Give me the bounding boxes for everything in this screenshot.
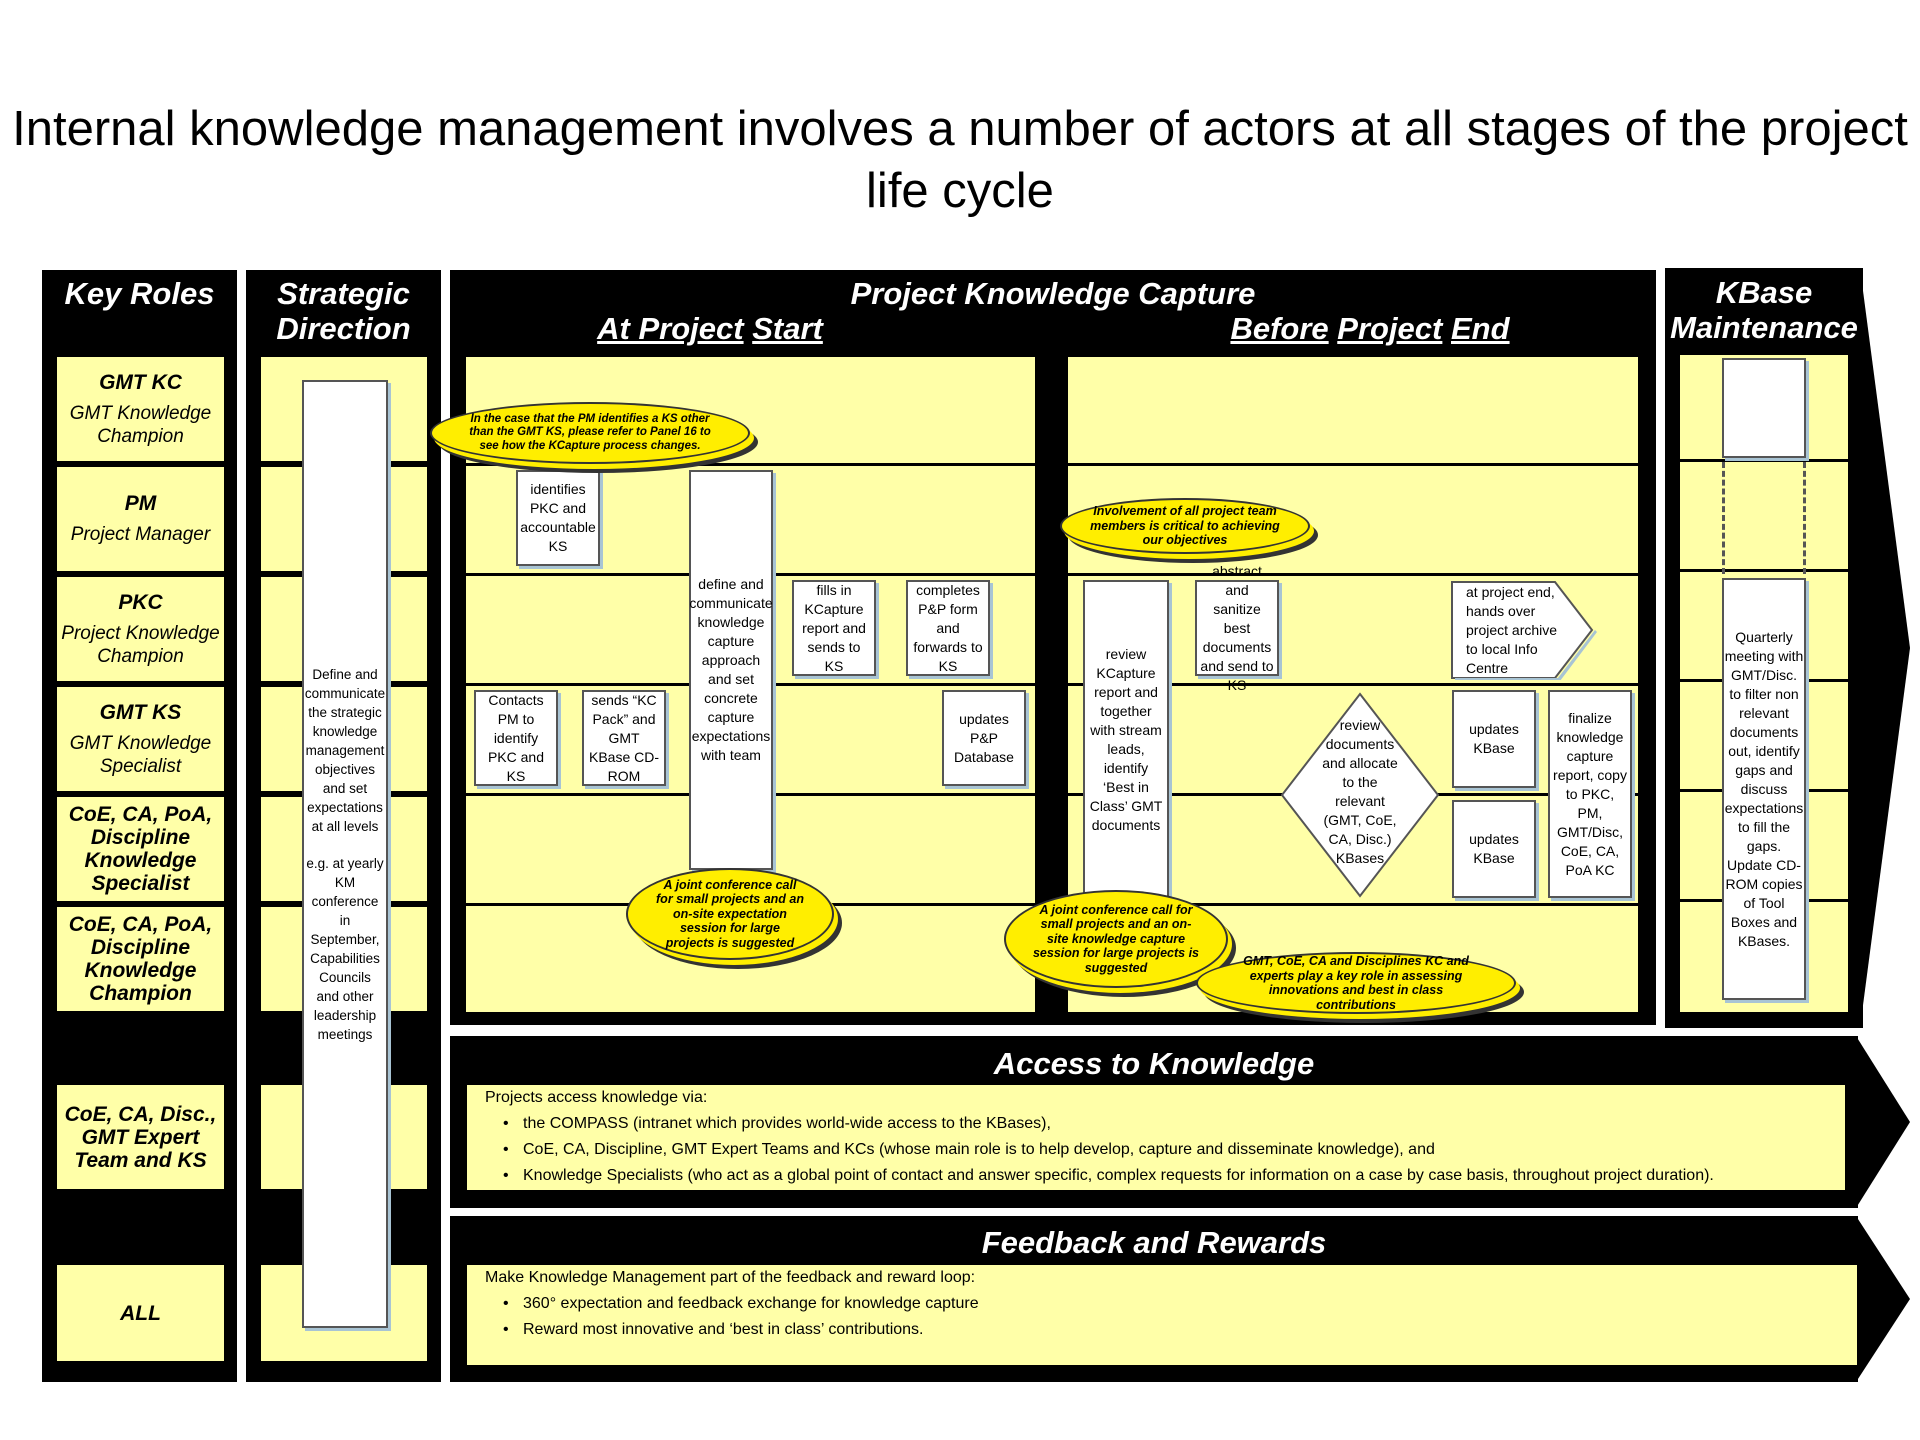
role-expert-team: CoE, CA, Disc., GMT Expert Team and KS bbox=[57, 1085, 224, 1189]
review-box: review KCapture report and together with… bbox=[1083, 580, 1169, 900]
finalize-text: finalize knowledge capture report, copy … bbox=[1553, 709, 1627, 878]
role-name: GMT KS bbox=[99, 700, 182, 724]
row-line bbox=[1068, 903, 1638, 906]
strategic-box: Define and communicate the strategic kno… bbox=[302, 380, 388, 1328]
updates-kbase-text-1: updates KBase bbox=[1469, 721, 1519, 756]
sends-text: sends “KC Pack” and GMT KBase CD-ROM bbox=[588, 691, 660, 784]
role-gmt-kc: GMT KC GMT Knowledge Champion bbox=[57, 357, 224, 461]
role-name: CoE, CA, PoA, Discipline Knowledge Champ… bbox=[68, 913, 213, 1005]
kbase-dashed-box bbox=[1722, 462, 1806, 574]
role-name: GMT KC bbox=[99, 370, 182, 394]
access-item: CoE, CA, Discipline, GMT Expert Teams an… bbox=[485, 1137, 1827, 1163]
review-text: review KCapture report and together with… bbox=[1089, 646, 1163, 833]
contacts-text: Contacts PM to identify PKC and KS bbox=[487, 691, 545, 784]
page-title: Internal knowledge management involves a… bbox=[12, 102, 1908, 218]
strategic-text-2: e.g. at yearly KM conference in Septembe… bbox=[306, 855, 384, 1042]
updates-pp-text: updates P&P Database bbox=[954, 710, 1014, 765]
callout-joint-start: A joint conference call for small projec… bbox=[626, 868, 834, 960]
row-line bbox=[1068, 683, 1638, 686]
feedback-item: 360° expectation and feedback exchange f… bbox=[485, 1291, 1839, 1317]
identifies-text: identifies PKC and accountable KS bbox=[520, 481, 596, 554]
access-arrow-head bbox=[1856, 1036, 1910, 1208]
review-docs-diamond bbox=[1280, 692, 1440, 898]
feedback-content: Make Knowledge Management part of the fe… bbox=[467, 1265, 1857, 1365]
abstract-box: abstract and sanitize best documents and… bbox=[1195, 563, 1279, 693]
row-line bbox=[466, 463, 1035, 466]
feedback-header: Feedback and Rewards bbox=[981, 1225, 1327, 1260]
strategic-header: Strategic Direction bbox=[276, 276, 411, 346]
role-name: ALL bbox=[120, 1301, 161, 1325]
role-all: ALL bbox=[57, 1265, 224, 1361]
role-name: CoE, CA, Disc., GMT Expert Team and KS bbox=[64, 1102, 217, 1172]
capture-header: Project Knowledge Capture bbox=[850, 276, 1256, 311]
before-end-word-1: Before bbox=[1230, 311, 1329, 346]
strategic-text-1: Define and communicate the strategic kno… bbox=[304, 666, 386, 834]
at-project-start-header: At Project Start bbox=[560, 311, 860, 346]
role-discipline-ks: CoE, CA, PoA, Discipline Knowledge Speci… bbox=[57, 797, 224, 901]
updates-kbase-box-2: updates KBase bbox=[1452, 800, 1536, 898]
access-item: the COMPASS (intranet which provides wor… bbox=[485, 1111, 1827, 1137]
role-name: PM bbox=[124, 492, 157, 515]
role-pkc: PKC Project Knowledge Champion bbox=[57, 577, 224, 681]
completes-box: completes P&P form and forwards to KS bbox=[906, 580, 990, 676]
updates-pp-box: updates P&P Database bbox=[942, 690, 1026, 786]
feedback-item: Reward most innovative and ‘best in clas… bbox=[485, 1317, 1839, 1343]
role-desc: Project Manager bbox=[70, 524, 211, 545]
callout-joint-end: A joint conference call for small projec… bbox=[1004, 890, 1228, 988]
callout-ks-other: In the case that the PM identifies a KS … bbox=[430, 402, 750, 464]
access-header: Access to Knowledge bbox=[993, 1046, 1315, 1081]
fills-text: fills in KCapture report and sends to KS bbox=[802, 581, 866, 674]
completes-text: completes P&P form and forwards to KS bbox=[913, 581, 983, 674]
kbase-arrow-head bbox=[1860, 268, 1910, 1028]
define-text: define and communicate knowledge capture… bbox=[689, 576, 773, 763]
updates-kbase-box-1: updates KBase bbox=[1452, 690, 1536, 788]
kbase-box: Quarterly meeting with GMT/Disc. to filt… bbox=[1722, 578, 1806, 1000]
role-desc: GMT Knowledge Champion bbox=[69, 402, 212, 447]
updates-kbase-text-2: updates KBase bbox=[1469, 831, 1519, 866]
role-name: CoE, CA, PoA, Discipline Knowledge Speci… bbox=[68, 803, 213, 895]
access-content: Projects access knowledge via: the COMPA… bbox=[467, 1085, 1845, 1190]
row-line bbox=[1068, 463, 1638, 466]
feedback-intro: Make Knowledge Management part of the fe… bbox=[485, 1269, 976, 1286]
before-end-header: Before Project End bbox=[1190, 311, 1550, 346]
callout-experts: GMT, CoE, CA and Disciplines KC and expe… bbox=[1196, 952, 1516, 1014]
role-discipline-kc: CoE, CA, PoA, Discipline Knowledge Champ… bbox=[57, 907, 224, 1011]
row-line bbox=[1680, 569, 1848, 572]
abstract-text: abstract and sanitize best documents and… bbox=[1200, 562, 1274, 693]
identifies-box: identifies PKC and accountable KS bbox=[516, 470, 600, 566]
row-line bbox=[1680, 459, 1848, 462]
kbase-top-box bbox=[1722, 358, 1806, 458]
sends-box: sends “KC Pack” and GMT KBase CD-ROM bbox=[582, 690, 666, 786]
define-box: define and communicate knowledge capture… bbox=[689, 470, 773, 870]
access-intro: Projects access knowledge via: bbox=[485, 1089, 708, 1106]
role-desc: GMT Knowledge Specialist bbox=[69, 732, 212, 777]
fills-box: fills in KCapture report and sends to KS bbox=[792, 580, 876, 676]
feedback-arrow-head bbox=[1856, 1216, 1910, 1382]
key-roles-header: Key Roles bbox=[64, 276, 215, 311]
archive-arrow-shape bbox=[1451, 581, 1597, 680]
archive-text: at project end, hands over project archi… bbox=[1466, 584, 1558, 676]
role-gmt-ks: GMT KS GMT Knowledge Specialist bbox=[57, 687, 224, 791]
kbase-header: KBase Maintenance bbox=[1670, 275, 1858, 345]
review-docs-text: review documents and allocate to the rel… bbox=[1322, 717, 1398, 866]
before-end-word-3: End bbox=[1451, 311, 1510, 346]
before-end-word-2: Project bbox=[1337, 311, 1443, 346]
role-desc: Project Knowledge Champion bbox=[61, 622, 220, 667]
kbase-text: Quarterly meeting with GMT/Disc. to filt… bbox=[1724, 628, 1804, 949]
at-project-start-word-1: At Project bbox=[597, 311, 744, 346]
row-line bbox=[1068, 573, 1638, 576]
contacts-box: Contacts PM to identify PKC and KS bbox=[474, 690, 558, 786]
at-project-start-word-2: Start bbox=[752, 311, 823, 346]
role-name: PKC bbox=[118, 590, 163, 614]
access-item: Knowledge Specialists (who act as a glob… bbox=[485, 1163, 1827, 1189]
callout-involvement: Involvement of all project team members … bbox=[1060, 498, 1310, 554]
role-pm: PM Project Manager bbox=[57, 467, 224, 571]
finalize-box: finalize knowledge capture report, copy … bbox=[1548, 690, 1632, 898]
